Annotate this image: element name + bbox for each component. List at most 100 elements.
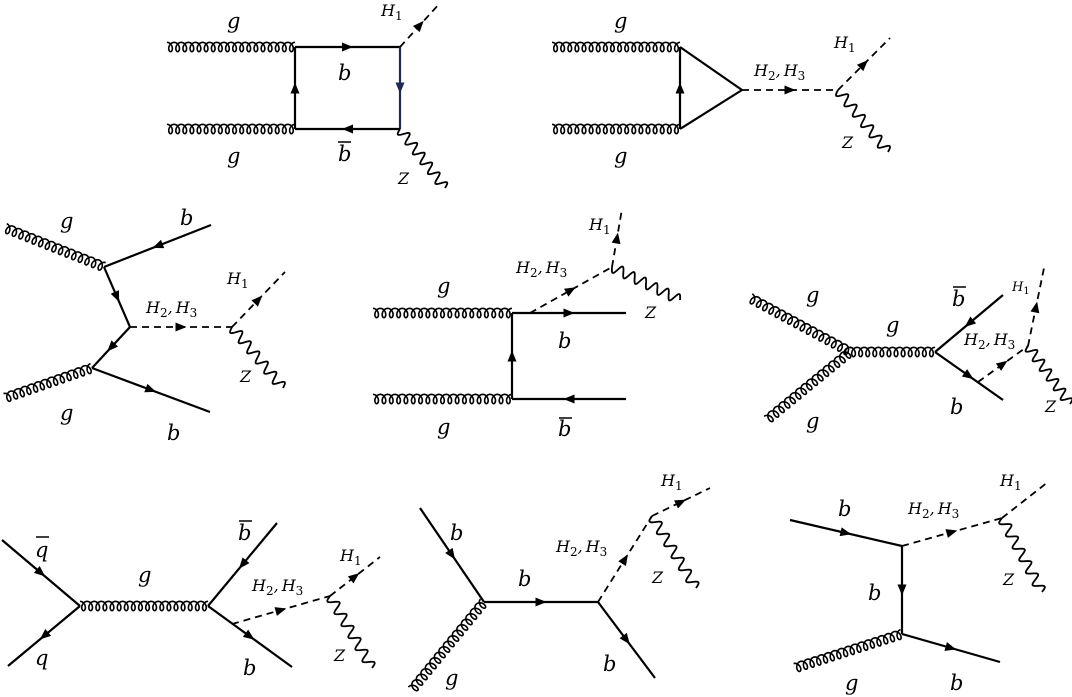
bg-s-channel-diagram: b g b b H2,H3 H1 Z <box>407 471 711 692</box>
label-h2-h3: H2,H3 <box>963 330 1015 352</box>
arrow-head <box>535 597 547 607</box>
arrow-head <box>152 239 165 249</box>
gluon-line <box>166 41 296 53</box>
gluon-line <box>79 600 209 612</box>
arrow-head <box>674 499 686 509</box>
label-h1: H1 <box>660 471 683 493</box>
label-g: g <box>437 415 450 439</box>
arrow-head <box>964 316 977 328</box>
label-z: Z <box>644 303 657 322</box>
arrow-head <box>564 287 576 297</box>
label-z: Z <box>333 646 346 665</box>
arrow-head <box>675 82 685 94</box>
arrow-head <box>33 566 46 577</box>
arrow-head <box>144 383 157 393</box>
higgs-dashed-line <box>1001 481 1049 519</box>
arrow-head <box>290 82 300 94</box>
label-q: q <box>35 646 48 670</box>
arrow-head <box>412 20 424 33</box>
label-h1: H1 <box>833 33 856 55</box>
label-g: g <box>614 9 627 33</box>
arrow-head <box>944 642 957 651</box>
label-b: b <box>518 567 531 591</box>
z-boson-wavy-line <box>1024 345 1072 405</box>
arrow-head <box>274 607 287 616</box>
arrow-head <box>1030 301 1040 314</box>
arrow-head <box>238 557 250 569</box>
gg-triangle-diagram: g g H2,H3 H1 Z <box>551 9 891 168</box>
label-g: g <box>227 9 240 33</box>
label-bbar: b <box>238 521 251 545</box>
z-boson-wavy-line <box>648 515 700 589</box>
arrow-head <box>619 632 630 645</box>
fermion-line <box>679 46 743 91</box>
label-z: Z <box>841 133 854 152</box>
arrow-head <box>251 295 263 307</box>
arrow-head <box>611 232 621 245</box>
label-h1: H1 <box>588 215 611 237</box>
gluon-line <box>4 222 106 271</box>
arrow-head <box>563 308 575 318</box>
gg-s-channel-diagram: g g g b b H2,H3 H1 Z <box>749 267 1072 433</box>
label-g: g <box>886 313 899 337</box>
label-z: Z <box>1044 397 1057 416</box>
arrow-head <box>784 85 796 95</box>
arrow-head <box>839 527 852 537</box>
label-bbar: b <box>558 417 571 441</box>
label-h1: H1 <box>999 471 1022 493</box>
label-z: Z <box>397 169 410 188</box>
z-boson-wavy-line <box>396 128 449 189</box>
label-z: Z <box>239 367 252 386</box>
arrow-head <box>110 290 120 303</box>
arrow-head <box>897 584 907 596</box>
label-b: b <box>603 652 616 676</box>
label-g: g <box>445 666 458 690</box>
arrow-head <box>342 124 353 134</box>
gluon-line <box>763 347 852 423</box>
arrow-head <box>39 629 52 640</box>
arrow-head <box>242 629 255 640</box>
label-g: g <box>614 144 627 168</box>
arrow-head <box>563 394 575 404</box>
arrow-head <box>618 554 628 567</box>
label-h2-h3: H2,H3 <box>555 537 607 559</box>
gluon-line <box>372 307 513 319</box>
arrow-head <box>342 42 353 52</box>
arrow-head <box>961 369 974 380</box>
label-b: b <box>167 421 180 445</box>
label-b: b <box>950 671 963 695</box>
label-h1: H1 <box>380 1 403 23</box>
arrow-head <box>995 360 1008 371</box>
higgs-dashed-line <box>529 266 613 314</box>
arrow-head <box>175 322 187 332</box>
z-boson-wavy-line <box>229 326 286 389</box>
label-b: b <box>950 395 963 419</box>
label-g: g <box>60 209 73 233</box>
label-h2-h3: H2,H3 <box>145 298 197 320</box>
gluon-line <box>793 628 902 673</box>
gluon-line <box>166 123 296 135</box>
z-boson-wavy-line <box>998 517 1046 593</box>
label-b: b <box>558 329 571 353</box>
gluon-line <box>749 293 853 356</box>
label-g: g <box>227 144 240 168</box>
bg-t-channel-diagram: b b g b H2,H3 H1 Z <box>789 471 1049 695</box>
arrow-head <box>507 350 517 362</box>
z-boson-wavy-line <box>610 265 682 302</box>
label-bbar: b <box>338 142 351 166</box>
label-h2-h3: H2,H3 <box>907 499 959 521</box>
gluon-line <box>3 362 92 403</box>
arrow-head <box>347 573 360 584</box>
fermion-line <box>679 89 743 130</box>
arrow-head <box>107 340 119 352</box>
gluon-line <box>849 346 936 358</box>
label-b: b <box>338 61 351 85</box>
gg-bb-t-channel-diagram: g g b b H2,H3 H1 Z <box>3 206 286 445</box>
label-b: b <box>450 521 463 545</box>
arrow-head <box>856 60 868 72</box>
gluon-line <box>551 123 681 135</box>
arrow-head <box>395 82 405 94</box>
label-b: b <box>243 656 256 680</box>
label-g: g <box>845 671 858 695</box>
